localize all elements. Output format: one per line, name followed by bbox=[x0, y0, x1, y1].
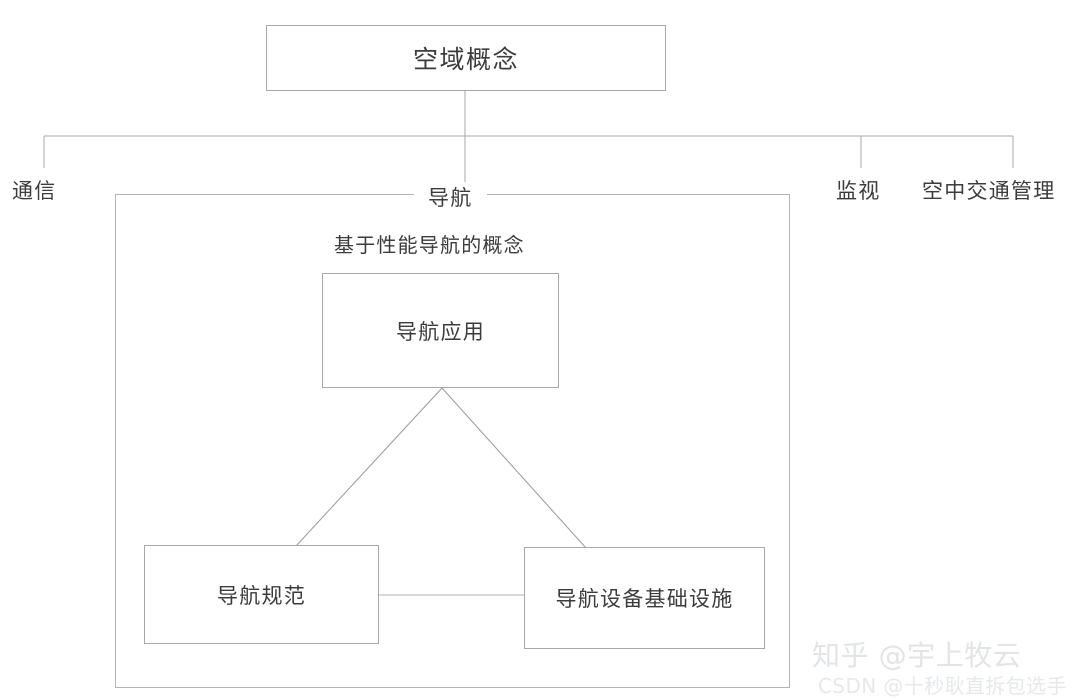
node-navigation-infrastructure[interactable]: 导航设备基础设施 bbox=[524, 547, 765, 649]
watermark-csdn: CSDN @十秒耿直拆包选手 bbox=[818, 674, 1067, 698]
watermark-zhihu: 知乎 @宇上牧云 bbox=[812, 639, 1022, 672]
node-navigation-application-label: 导航应用 bbox=[395, 319, 486, 344]
node-navigation-infrastructure-label: 导航设备基础设施 bbox=[555, 587, 734, 611]
node-navigation-specification-label: 导航规范 bbox=[216, 583, 307, 608]
group-navigation-title: 基于性能导航的概念 bbox=[334, 233, 525, 257]
node-navigation-specification[interactable]: 导航规范 bbox=[144, 545, 379, 644]
branch-label-surveillance[interactable]: 监视 bbox=[836, 179, 881, 203]
node-airspace-concept[interactable]: 空域概念 bbox=[266, 25, 666, 91]
branch-label-navigation[interactable]: 导航 bbox=[414, 182, 487, 212]
node-airspace-concept-label: 空域概念 bbox=[412, 45, 519, 74]
branch-label-communication[interactable]: 通信 bbox=[12, 179, 57, 203]
node-navigation-application[interactable]: 导航应用 bbox=[322, 273, 559, 388]
branch-label-air-traffic-management[interactable]: 空中交通管理 bbox=[922, 179, 1056, 203]
